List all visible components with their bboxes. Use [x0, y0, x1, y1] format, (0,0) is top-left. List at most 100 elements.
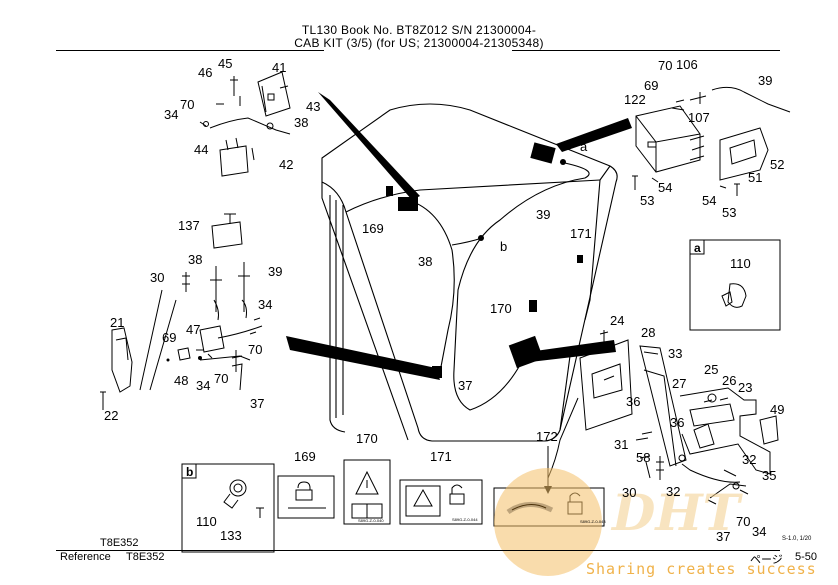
callout-c24: 24 — [610, 313, 624, 328]
cab-frame — [321, 103, 618, 442]
cab-part-a-block — [530, 142, 556, 164]
callout-c33: 33 — [668, 346, 682, 361]
footer-code-top: T8E352 — [100, 537, 139, 549]
callout-c170a: 170 — [490, 301, 512, 316]
callout-c32b: 32 — [666, 484, 680, 499]
callout-c107: 107 — [688, 110, 710, 125]
callout-c169a: 169 — [362, 221, 384, 236]
callout-c34b: 34 — [258, 297, 272, 312]
callout-c51: 51 — [748, 170, 762, 185]
decal-169 — [277, 475, 335, 519]
callout-c39a: 39 — [758, 73, 772, 88]
callout-c38a: 38 — [294, 115, 308, 130]
header-rule-right — [512, 50, 780, 51]
watermark-logo: DHT — [494, 468, 744, 576]
callout-c52: 52 — [770, 157, 784, 172]
callout-c34a: 34 — [164, 107, 178, 122]
callout-c171b: 171 — [430, 449, 452, 464]
inset-a-label: a — [694, 241, 701, 255]
header-line-2: CAB KIT (3/5) (for US; 21300004-21305348… — [294, 36, 544, 50]
callout-c53a: 53 — [640, 193, 654, 208]
callout-c133: 133 — [220, 528, 242, 543]
callout-c69b: 69 — [162, 330, 176, 345]
callout-c32a: 32 — [742, 452, 756, 467]
callout-c54a: 54 — [658, 180, 672, 195]
assembly-right-bracket — [547, 330, 779, 505]
callout-c35: 35 — [762, 468, 776, 483]
callout-c44: 44 — [194, 142, 208, 157]
callout-c110a: 110 — [730, 256, 751, 271]
callout-c27: 27 — [672, 376, 686, 391]
callout-c58: 58 — [636, 450, 650, 465]
callout-c69a: 69 — [644, 78, 658, 93]
decal-170-code: S89G-Z-0-040 — [358, 518, 384, 523]
cab-decal-171 — [577, 255, 583, 263]
callout-c42: 42 — [279, 157, 293, 172]
callout-c39c: 39 — [268, 264, 282, 279]
callout-c34c: 34 — [196, 378, 210, 393]
callout-c137: 137 — [178, 218, 200, 233]
callout-c53b: 53 — [722, 205, 736, 220]
svg-text:DHT: DHT — [610, 483, 744, 542]
callout-c39b: 39 — [536, 207, 550, 222]
assembly-left-lever — [100, 213, 263, 410]
callout-c70c: 70 — [248, 342, 262, 357]
decal-170 — [343, 459, 391, 525]
callout-c26: 26 — [722, 373, 736, 388]
leader-wedges — [286, 92, 632, 380]
callout-c70d: 70 — [214, 371, 228, 386]
callout-c48: 48 — [174, 373, 188, 388]
header-rule-left — [56, 50, 324, 51]
callout-labels: 45 46 41 43 70 34 38 44 42 70 106 69 39 … — [104, 56, 784, 544]
callout-c110b: 110 — [196, 514, 217, 529]
callout-c38c: 38 — [188, 252, 202, 267]
decal-codes: S89G-Z-0-040 S89G-Z-0-044 S89G-Z-0-043 — [358, 517, 606, 524]
header-line-1: TL130 Book No. BT8Z012 S/N 21300004- — [301, 23, 537, 37]
callout-c34d: 34 — [752, 524, 766, 539]
inset-a-box — [689, 239, 781, 331]
callout-c23: 23 — [738, 380, 752, 395]
callout-c169b: 169 — [294, 449, 316, 464]
junction-b — [478, 235, 484, 241]
decal-171-code: S89G-Z-0-044 — [452, 517, 478, 522]
callout-ca: a — [580, 139, 588, 154]
callout-c49: 49 — [770, 402, 784, 417]
callout-c36a: 36 — [626, 394, 640, 409]
assembly-upper-left — [199, 71, 291, 177]
callout-c54b: 54 — [702, 193, 716, 208]
footer-rule — [56, 550, 780, 551]
watermark-tagline: Sharing creates success — [586, 560, 817, 578]
callout-c70a: 70 — [180, 97, 194, 112]
inset-labels: a b — [186, 241, 701, 479]
cab-decal-169 — [386, 186, 393, 196]
callout-c46: 46 — [198, 65, 212, 80]
callout-c28: 28 — [641, 325, 655, 340]
callout-c70e: 70 — [736, 514, 750, 529]
inset-b-label: b — [186, 465, 193, 479]
callout-c22: 22 — [104, 408, 118, 423]
callout-c45: 45 — [218, 56, 232, 71]
footer-reference-code: T8E352 — [126, 551, 165, 563]
inset-b-box — [181, 463, 275, 553]
callout-c38b: 38 — [418, 254, 432, 269]
callout-c122: 122 — [624, 92, 646, 107]
footer-page-label: ページ — [750, 554, 783, 566]
callout-c170b: 170 — [356, 431, 378, 446]
callout-c172: 172 — [536, 429, 558, 444]
callout-c171a: 171 — [570, 226, 592, 241]
callout-c36b: 36 — [670, 415, 684, 430]
decal-172-code: S89G-Z-0-043 — [580, 519, 606, 524]
decal-171 — [399, 479, 483, 525]
cab-decal-170 — [529, 300, 537, 312]
callout-c37b: 37 — [250, 396, 264, 411]
assembly-upper-right — [632, 86, 791, 196]
callout-c37c: 37 — [716, 529, 730, 544]
footer-reference-label: Reference — [60, 551, 111, 563]
callout-c25: 25 — [704, 362, 718, 377]
callout-c31: 31 — [614, 437, 628, 452]
junction-a — [560, 159, 566, 165]
callout-c30a: 30 — [150, 270, 164, 285]
footer-page-number: 5-50 — [795, 551, 818, 563]
callout-c47: 47 — [186, 322, 200, 337]
